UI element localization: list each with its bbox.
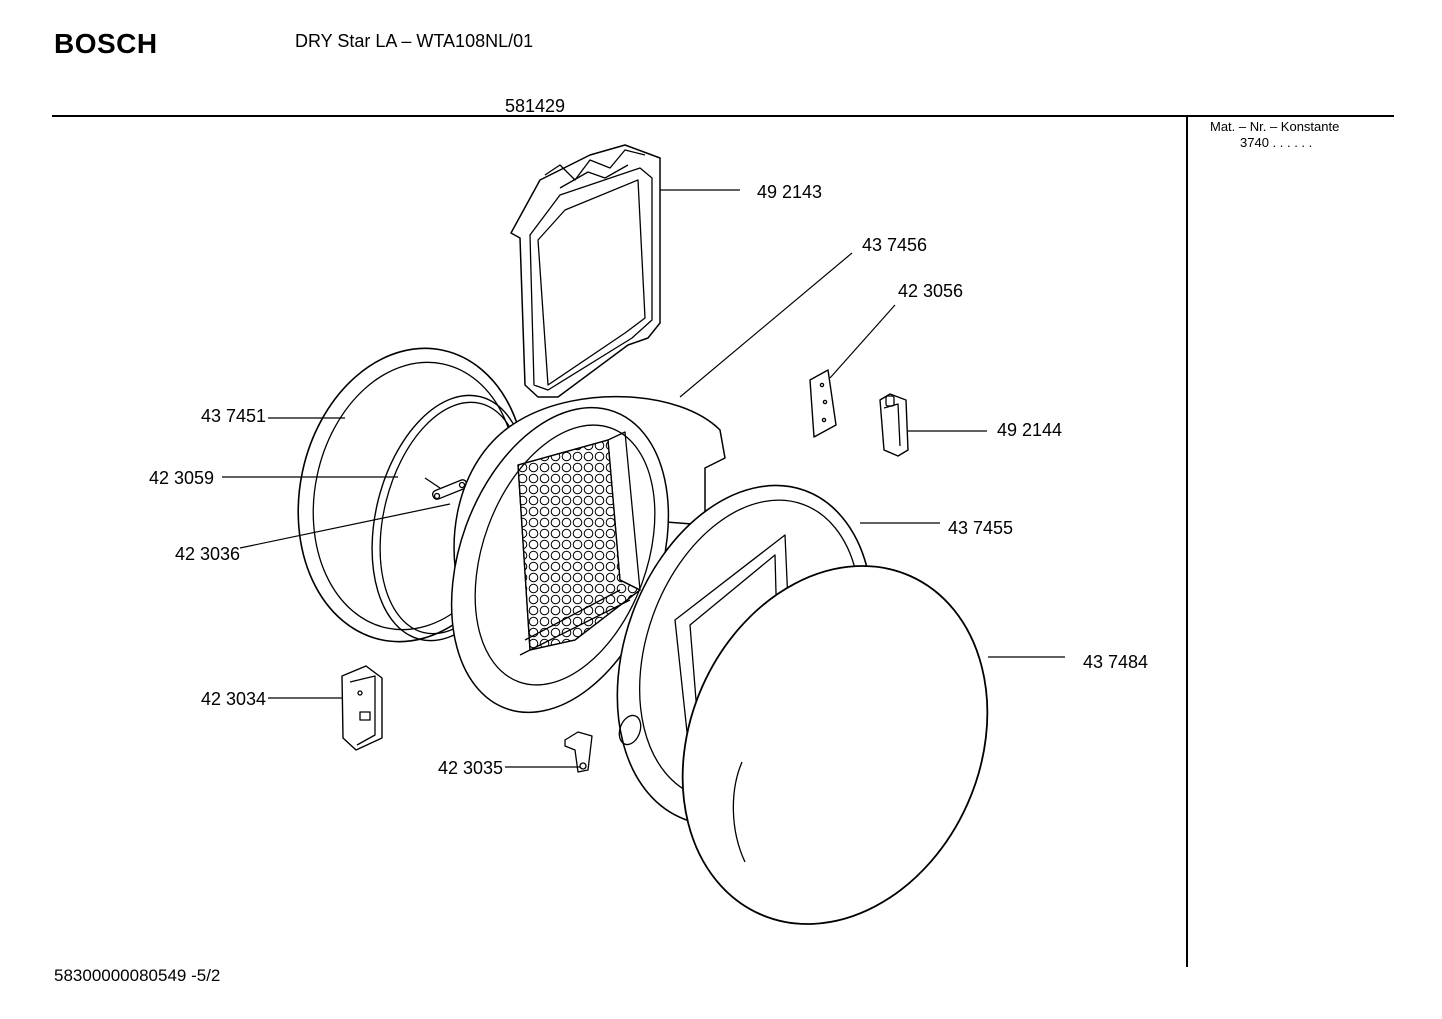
part-labels: 49 2143 43 7456 42 3056 43 7451 49 2144 …	[149, 182, 1148, 778]
part-423034-lock-housing	[341, 665, 383, 751]
part-label: 49 2143	[757, 182, 822, 202]
part-492143-filter-frame	[510, 144, 661, 398]
leader-lines	[222, 189, 1065, 768]
part-423036-pin	[424, 477, 468, 500]
material-number-heading: Mat. – Nr. – Konstante	[1210, 119, 1340, 134]
material-number-value: 3740 . . . . . .	[1240, 135, 1313, 150]
part-423035-catch	[564, 731, 593, 773]
part-label: 42 3036	[175, 544, 240, 564]
footer-reference: 58300000080549 -5/2	[54, 966, 221, 985]
page-title: DRY Star LA – WTA108NL/01	[295, 31, 534, 51]
part-label: 49 2144	[997, 420, 1062, 440]
document-number: 581429	[505, 96, 566, 116]
part-label: 43 7451	[201, 406, 266, 426]
part-label: 42 3034	[201, 689, 266, 709]
part-423056-hinge-plate	[809, 369, 837, 438]
part-label: 42 3059	[149, 468, 214, 488]
part-label: 43 7456	[862, 235, 927, 255]
part-label: 42 3035	[438, 758, 503, 778]
part-label: 43 7455	[948, 518, 1013, 538]
part-492144-hinge	[879, 393, 909, 457]
part-label: 42 3056	[898, 281, 963, 301]
part-437456-inner-frame	[450, 395, 726, 714]
part-label: 43 7484	[1083, 652, 1148, 672]
side-panel-divider	[1186, 117, 1188, 967]
leader-423056	[829, 304, 896, 379]
brand-logo: BOSCH	[54, 28, 158, 59]
leader-437456	[679, 252, 853, 398]
header-divider	[52, 115, 1394, 117]
leader-423036	[239, 503, 451, 549]
part-437484-door-glass	[681, 565, 989, 925]
